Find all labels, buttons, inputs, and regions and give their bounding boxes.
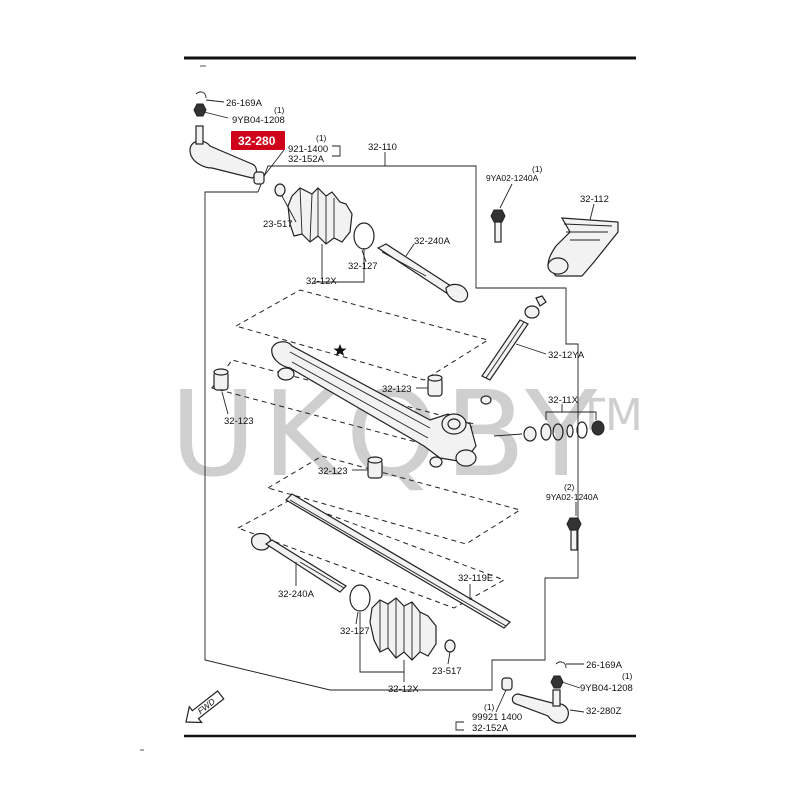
dashed-panel-upper — [234, 289, 490, 381]
highlight-badge-label[interactable]: 32-280 — [238, 134, 276, 148]
label-26-169a-bottom: 26-169A — [586, 660, 623, 671]
label-32-11x: 32-11X — [548, 395, 579, 406]
bolt-9ya02-bottom — [566, 517, 582, 551]
label-32-12x-bottom: 32-12X — [388, 684, 419, 695]
label-32-123-left: 32-123 — [224, 416, 254, 427]
dashed-panel-lower — [266, 455, 522, 545]
label-32-127-top: 32-127 — [348, 261, 378, 272]
tie-rod-end-top — [189, 91, 265, 185]
label-23-517-bottom: 23-517 — [432, 666, 462, 677]
leader-32280z — [569, 709, 585, 713]
leader-32123-left — [221, 391, 229, 415]
bushing-32-123-lower — [367, 456, 383, 479]
dashed-panel-bottom — [236, 499, 506, 609]
label-32-110: 32-110 — [368, 142, 397, 153]
tie-rod-32-240a-bottom — [251, 532, 347, 593]
bracket-32152a-bottom — [455, 721, 464, 731]
pinion-shaft-32-12ya — [480, 295, 547, 405]
highlight-badge[interactable] — [231, 131, 285, 150]
bushing-32-123-center — [427, 374, 443, 397]
leader-32127-top — [361, 249, 367, 263]
leader-26169a-top — [205, 99, 225, 103]
seal-kit-leader — [493, 433, 523, 437]
leader-9yb04-top — [203, 111, 229, 119]
label-99921-bottom: 99921 1400 — [472, 712, 522, 723]
label-9yb04-top-qty: (1) — [274, 105, 285, 115]
bracket-32152a-top — [332, 145, 341, 157]
front-direction-arrow-icon: FWD — [185, 690, 225, 724]
label-9ya02-bottom: 9YA02-1240A — [546, 492, 599, 502]
leader-32240a-top — [405, 243, 415, 257]
label-99921-top-qty: (1) — [316, 133, 327, 143]
label-32-240a-bottom: 32-240A — [278, 589, 315, 600]
assembly-outline — [204, 165, 579, 691]
label-32-123-lower: 32-123 — [318, 466, 348, 477]
star-marker-icon — [333, 344, 347, 356]
ring-32-127-bottom — [349, 584, 371, 612]
label-32-123-center: 32-123 — [382, 384, 412, 395]
label-32-112: 32-112 — [580, 194, 609, 205]
leader-23517-bottom — [447, 651, 451, 665]
label-26-169a-top: 26-169A — [226, 98, 263, 109]
label-99921-bottom-qty: (1) — [484, 702, 495, 712]
leader-9ya02-top — [499, 183, 513, 209]
cover-32-112 — [547, 217, 619, 277]
seal-kit-32-11x — [523, 420, 605, 442]
bolt-9ya02-top — [490, 209, 506, 243]
label-9yb04-bottom-qty: (1) — [622, 671, 633, 681]
leader-99921-top — [263, 149, 285, 177]
label-32-12ya: 32-12YA — [548, 350, 585, 361]
bracket-3212x-top — [314, 248, 365, 283]
label-32-12x-top: 32-12X — [306, 276, 337, 287]
leader-23517-top — [281, 195, 297, 223]
leader-32127-bottom — [355, 611, 359, 625]
label-9ya02-top-qty: (1) — [532, 164, 543, 174]
leader-32112 — [589, 203, 595, 221]
label-9yb04-bottom: 9YB04-1208 — [580, 683, 633, 694]
label-32-280z: 32-280Z — [586, 706, 622, 717]
bracket-3211x — [545, 411, 597, 420]
clamp-23517-top — [274, 183, 286, 197]
label-9ya02-bottom-qty: (2) — [564, 482, 575, 492]
rack-housing — [271, 341, 477, 468]
label-32-152a-bottom: 32-152A — [472, 723, 509, 734]
label-9ya02-top: 9YA02-1240A — [486, 173, 539, 183]
label-23-517-top: 23-517 — [263, 219, 293, 230]
watermark-tm: TM — [577, 390, 643, 441]
label-9yb04-top: 9YB04-1208 — [232, 115, 285, 126]
boot-32-12x-bottom — [369, 597, 437, 661]
label-32-152a-top: 32-152A — [288, 154, 325, 165]
rack-bar-32-119e — [285, 493, 511, 629]
leader-99921-bottom — [495, 689, 507, 713]
boot-32-12x-top — [287, 187, 353, 245]
ring-32-127-top — [353, 222, 375, 250]
leader-9yb04-bottom — [561, 681, 581, 689]
label-32-127-bottom: 32-127 — [340, 626, 370, 637]
clamp-23517-bottom — [444, 639, 456, 653]
tie-rod-end-bottom — [501, 661, 569, 724]
leader-3212ya — [515, 343, 547, 355]
label-32-240a-top: 32-240A — [414, 236, 451, 247]
bushing-32-123-left — [213, 368, 229, 391]
tie-rod-32-240a-top — [376, 243, 469, 303]
bracket-3212x-bottom — [359, 612, 405, 673]
label-32-119e: 32-119E — [458, 573, 493, 584]
label-99921-top: 921-1400 — [288, 144, 328, 155]
